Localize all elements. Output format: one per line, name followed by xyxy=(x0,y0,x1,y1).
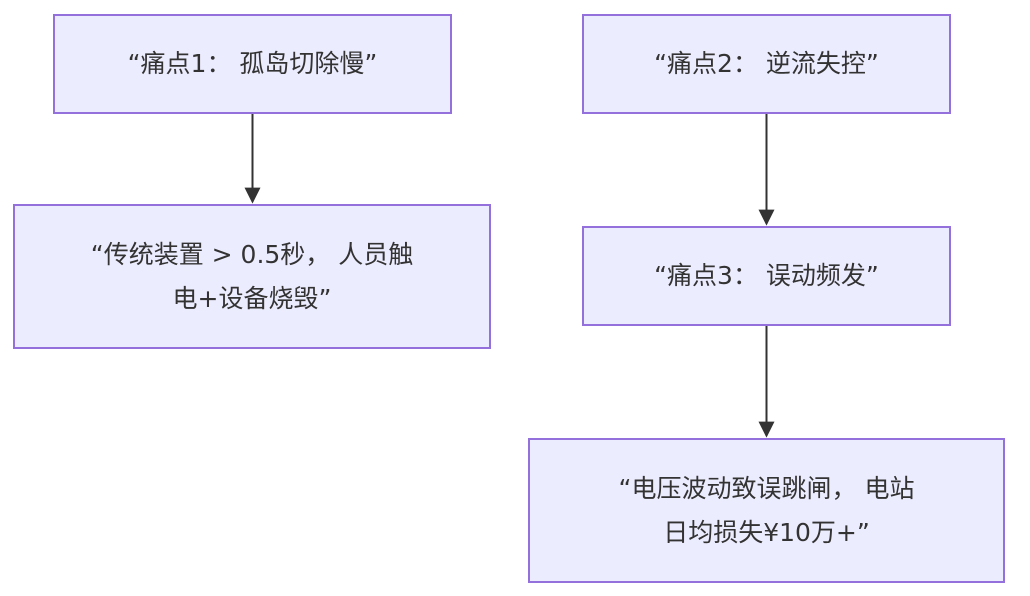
node-detail-1-label: “传统装置 > 0.5秒， 人员触 电+设备烧毁” xyxy=(90,239,414,313)
node-detail-3-label: “电压波动致误跳闸， 电站 日均损失¥10万+” xyxy=(618,473,915,547)
node-pain-point-2: “痛点2： 逆流失控” xyxy=(582,14,951,114)
node-pain-point-3: “痛点3： 误动频发” xyxy=(582,226,951,326)
node-detail-3: “电压波动致误跳闸， 电站 日均损失¥10万+” xyxy=(528,438,1005,583)
node-pain-point-1: “痛点1： 孤岛切除慢” xyxy=(53,14,452,114)
node-pain-point-1-label: “痛点1： 孤岛切除慢” xyxy=(127,49,378,78)
node-pain-point-2-label: “痛点2： 逆流失控” xyxy=(654,49,879,78)
node-detail-1: “传统装置 > 0.5秒， 人员触 电+设备烧毁” xyxy=(13,204,491,349)
node-pain-point-3-label: “痛点3： 误动频发” xyxy=(654,261,879,290)
